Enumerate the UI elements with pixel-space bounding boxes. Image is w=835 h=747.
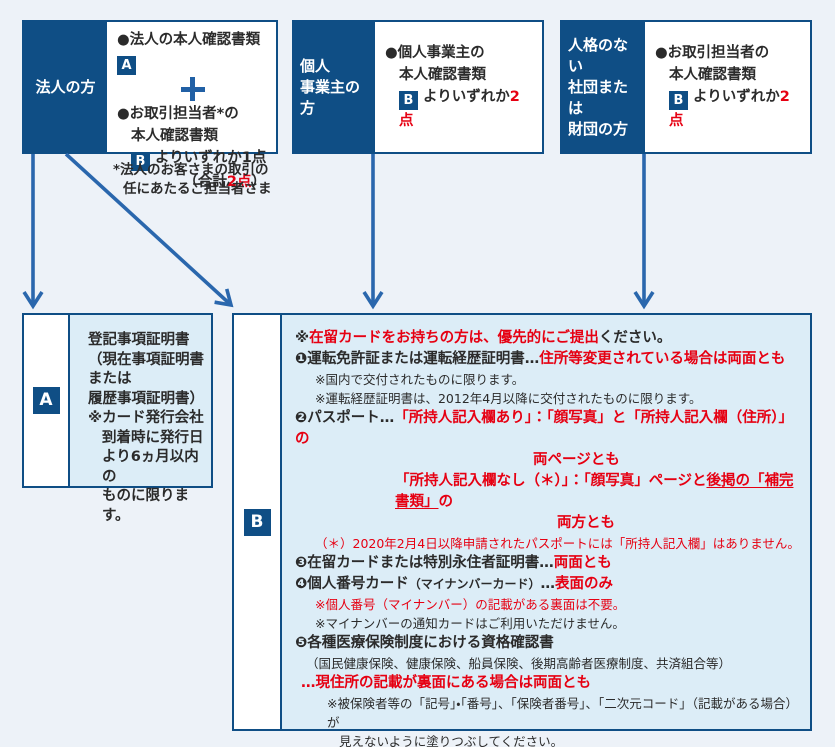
- boxb-line: （国民健康保険、健康保険、船員保険、後期高齢者医療制度、共済組合等）: [306, 656, 732, 671]
- sole-line-1: ●個人事業主の: [385, 45, 485, 61]
- boxb-line: …現住所の記載が裏面にある場合は両面とも: [301, 675, 591, 691]
- boxa-line: 登記事項証明書: [88, 332, 190, 348]
- corporate-total: （合計2点）: [183, 174, 266, 190]
- document-a-panel: 登記事項証明書 （現在事項証明書 または 履歴事項証明書） ※カード発行会社 到…: [70, 315, 211, 524]
- footnote-line-1: *法人のお客さまの取引の: [113, 162, 269, 178]
- boxb-line: ※個人番号（マイナンバー）の記載がある裏面は不要。: [315, 597, 626, 612]
- association-box: 人格のない 社団または 財団の方 ●お取引担当者の 本人確認書類 B よりいずれ…: [560, 20, 812, 154]
- badge-a: A: [117, 56, 136, 75]
- boxb-line: 両ページとも: [533, 452, 620, 468]
- sole-line-2: 本人確認書類: [399, 67, 486, 83]
- badge-b-column: B: [234, 315, 282, 729]
- corporate-line-4: B よりいずれか1点: [117, 147, 268, 171]
- badge-a-column: A: [24, 315, 70, 486]
- corporate-line-2: ●お取引担当者*の: [117, 106, 239, 122]
- corporate-line-1: ●法人の本人確認書類 A: [117, 32, 261, 75]
- boxa-line: ものに限ります。: [102, 488, 189, 524]
- badge-a: A: [32, 387, 60, 414]
- boxb-line: ※運転経歴証明書は、2012年4月以降に交付されたものに限ります。: [315, 391, 702, 406]
- boxb-line: ❷パスポート…「所持人記入欄あり」：「顔写真」と「所持人記入欄（住所）」の: [295, 410, 794, 447]
- association-content: ●お取引担当者の 本人確認書類 B よりいずれか2点: [645, 22, 810, 152]
- badge-b: B: [399, 91, 418, 110]
- corporate-line-3: 本人確認書類: [131, 128, 218, 144]
- badge-b: B: [131, 152, 150, 171]
- boxb-line: 両方とも: [557, 515, 615, 531]
- boxa-line: （現在事項証明書: [88, 351, 204, 368]
- assoc-line-1: ●お取引担当者の: [655, 45, 770, 61]
- plus-row: [117, 76, 268, 102]
- sole-proprietor-box: 個人 事業主の方 ●個人事業主の 本人確認書類 B よりいずれか2点: [292, 20, 544, 154]
- corporate-label: 法人の方: [24, 22, 107, 152]
- boxa-line: より6ヵ月以内の: [102, 449, 199, 485]
- boxa-line: 到着時に発行日: [102, 429, 204, 446]
- arrow-corporate-to-b: [64, 153, 234, 308]
- assoc-line-3: B よりいずれか2点: [669, 89, 790, 129]
- boxa-line: 履歴事項証明書）: [88, 390, 204, 407]
- boxb-line: ※マイナンバーの通知カードはご利用いただけません。: [315, 616, 625, 631]
- boxb-line: ※在留カードをお持ちの方は、優先的にご提出ください。: [295, 330, 672, 346]
- association-label: 人格のない 社団または 財団の方: [562, 22, 645, 152]
- boxb-line: 「所持人記入欄なし（＊）」：「顔写真」ページと後掲の「補完書類」の: [395, 473, 794, 510]
- assoc-line-2: 本人確認書類: [669, 67, 756, 83]
- flow-arrows: [22, 153, 655, 310]
- boxb-line: ❹個人番号カード（マイナンバーカード）…表面のみ: [295, 576, 614, 592]
- boxb-line: ❺各種医療保険制度における資格確認書: [295, 635, 554, 651]
- boxb-line: （＊）2020年2月4日以降申請されたパスポートには「所持人記入欄」はありません…: [315, 536, 800, 551]
- corporate-content: ●法人の本人確認書類 A ●お取引担当者*の 本人確認書類 B よりいずれか1点…: [107, 22, 276, 190]
- boxb-line: ※被保険者等の「記号」・「番号」、「保険者番号」、「二次元コード」（記載がある場…: [327, 696, 798, 730]
- badge-b: B: [243, 508, 271, 536]
- boxa-line: ※カード発行会社: [88, 410, 204, 426]
- boxa-line: または: [88, 371, 132, 387]
- boxb-line: 見えないように塗りつぶしてください。: [339, 734, 564, 747]
- sole-proprietor-label: 個人 事業主の方: [294, 22, 375, 152]
- footnote-line-2: 任にあたるご担当者さま: [123, 181, 272, 197]
- document-b-panel: ※在留カードをお持ちの方は、優先的にご提出ください。 ❶運転免許証または運転経歴…: [282, 315, 810, 747]
- sole-line-3: B よりいずれか2点: [399, 89, 520, 129]
- corporate-footnote: *法人のお客さまの取引の 任にあたるご担当者さま: [113, 161, 272, 199]
- document-a-box: A 登記事項証明書 （現在事項証明書 または 履歴事項証明書） ※カード発行会社…: [22, 313, 213, 524]
- badge-b: B: [669, 91, 688, 110]
- sole-proprietor-content: ●個人事業主の 本人確認書類 B よりいずれか2点: [375, 22, 542, 152]
- plus-icon: [180, 77, 205, 101]
- boxb-line: ❸在留カードまたは特別永住者証明書…両面とも: [295, 555, 612, 571]
- corporate-box: 法人の方 ●法人の本人確認書類 A ●お取引担当者*の 本人確認書類 B よりい…: [22, 20, 278, 190]
- boxb-line: ※国内で交付されたものに限ります。: [315, 372, 525, 387]
- document-b-box: B ※在留カードをお持ちの方は、優先的にご提出ください。 ❶運転免許証または運転…: [232, 313, 812, 747]
- boxb-line: ❶運転免許証または運転経歴証明書…住所等変更されている場合は両面とも: [295, 351, 786, 367]
